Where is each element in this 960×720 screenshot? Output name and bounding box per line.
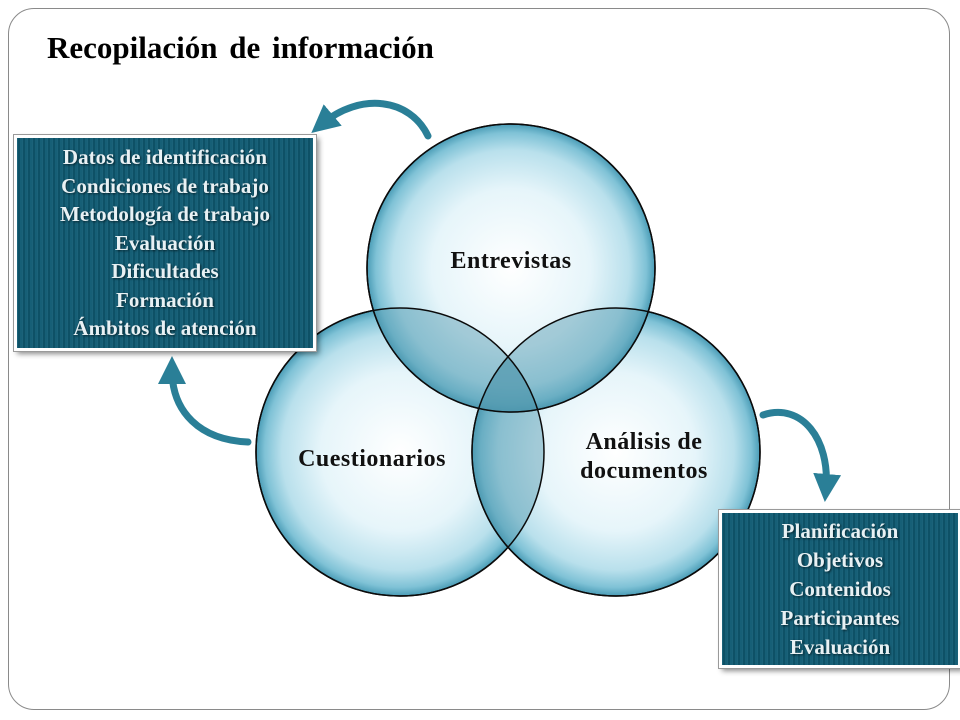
list-item: Participantes (780, 605, 900, 630)
list-item: Ámbitos de atención (73, 316, 257, 341)
circle-label-analisis: Análisis de documentos (544, 428, 744, 486)
info-box-left: Datos de identificación Condiciones de t… (14, 135, 316, 351)
arrow-right-curve (759, 409, 842, 502)
list-item: Metodología de trabajo (60, 202, 270, 227)
list-item: Contenidos (789, 576, 891, 601)
circle-label-analisis-line2: documentos (580, 458, 708, 484)
list-item: Planificación (781, 518, 899, 543)
arrow-top-curve (311, 99, 432, 140)
info-box-right: Planificación Objetivos Contenidos Parti… (719, 510, 960, 668)
list-item: Objetivos (796, 547, 884, 572)
list-item: Condiciones de trabajo (61, 173, 269, 198)
list-item: Datos de identificación (62, 144, 268, 169)
arrow-left-curve (158, 356, 252, 446)
circle-label-entrevistas: Entrevistas (450, 248, 572, 274)
overlap-top-left (367, 308, 544, 412)
list-item: Dificultades (111, 259, 219, 284)
overlap-top-right (472, 308, 655, 412)
list-item: Formación (116, 287, 214, 312)
list-item: Evaluación (789, 634, 891, 659)
circle-label-cuestionarios: Cuestionarios (298, 446, 446, 472)
page-title: Recopilación de información (47, 30, 434, 65)
circle-label-analisis-line1: Análisis de (585, 429, 703, 455)
list-item: Evaluación (114, 230, 216, 255)
